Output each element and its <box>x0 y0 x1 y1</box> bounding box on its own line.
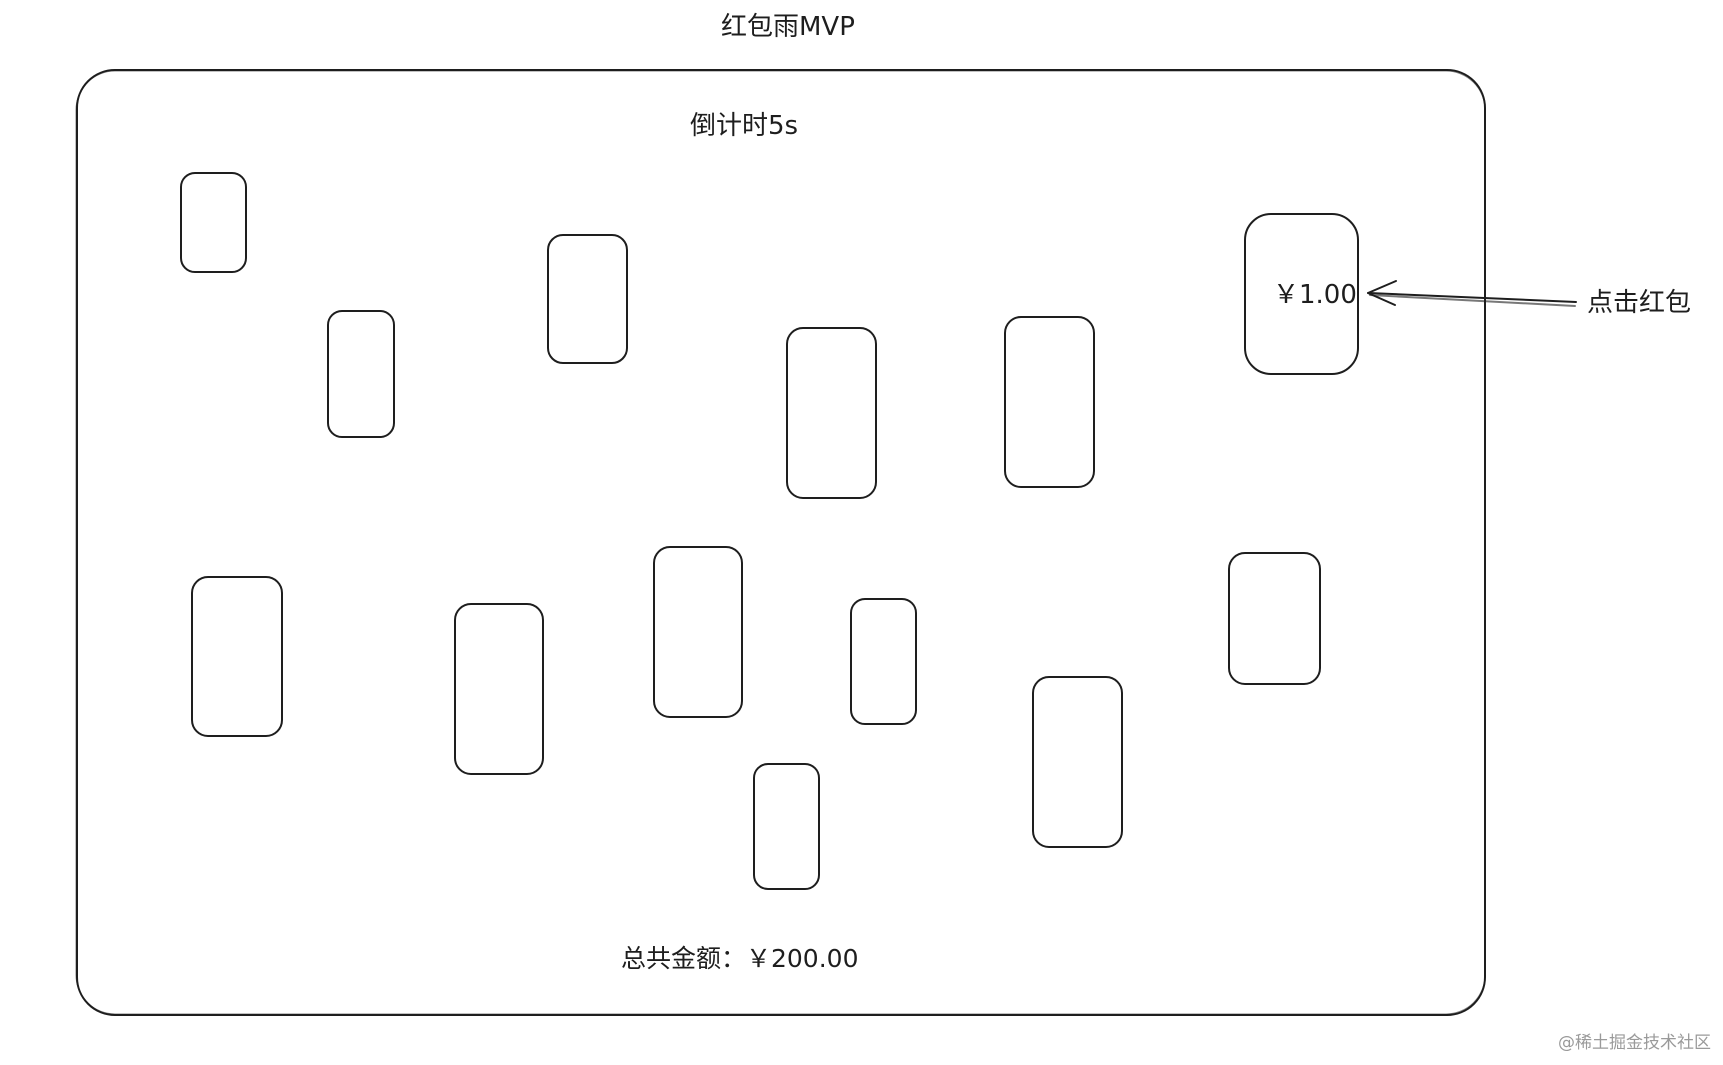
red-envelope[interactable] <box>191 576 283 737</box>
red-envelope[interactable] <box>1004 316 1095 488</box>
red-envelope[interactable] <box>1032 676 1123 848</box>
opened-red-envelope[interactable] <box>1244 213 1359 375</box>
watermark: @稀土掘金技术社区 <box>1558 1033 1711 1053</box>
countdown-label: 倒计时5s <box>690 111 799 141</box>
red-envelope[interactable] <box>1228 552 1321 685</box>
annotation-arrow <box>1367 280 1577 307</box>
red-envelopes <box>180 172 1359 890</box>
red-envelope[interactable] <box>454 603 544 775</box>
annotation-label: 点击红包 <box>1587 288 1692 318</box>
screen-frame <box>76 69 1486 1016</box>
red-envelope[interactable] <box>653 546 743 718</box>
red-envelope[interactable] <box>786 327 877 499</box>
red-envelope[interactable] <box>850 598 917 725</box>
red-envelope[interactable] <box>547 234 628 364</box>
total-amount: 总共金额：￥200.00 <box>621 944 859 973</box>
red-envelope[interactable] <box>753 763 820 890</box>
red-envelope[interactable] <box>180 172 247 273</box>
envelope-amount: ￥1.00 <box>1273 280 1357 310</box>
diagram-title: 红包雨MVP <box>721 12 855 42</box>
red-envelope[interactable] <box>327 310 395 438</box>
